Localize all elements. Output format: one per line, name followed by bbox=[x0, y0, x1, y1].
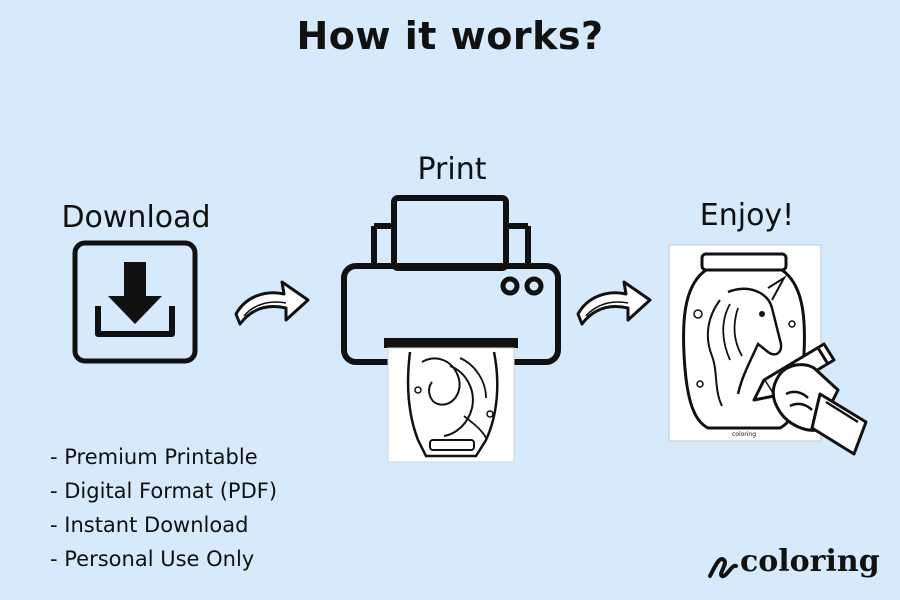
arrow-icon-2 bbox=[576, 280, 652, 326]
svg-text:coloring: coloring bbox=[732, 431, 756, 438]
brand-name: coloring bbox=[740, 544, 880, 579]
printer-icon bbox=[341, 195, 561, 463]
feature-item: - Personal Use Only bbox=[50, 547, 255, 571]
brand-logo: coloring bbox=[706, 544, 886, 590]
feature-item: - Instant Download bbox=[50, 513, 249, 537]
step-label-download: Download bbox=[61, 200, 211, 235]
page-title: How it works? bbox=[296, 14, 604, 58]
arrow-icon-1 bbox=[234, 280, 310, 326]
feature-item: - Digital Format (PDF) bbox=[50, 479, 278, 503]
brand-squiggle-icon bbox=[708, 557, 738, 579]
coloring-page-icon: coloring bbox=[668, 244, 868, 456]
download-icon bbox=[72, 240, 198, 364]
step-label-enjoy: Enjoy! bbox=[699, 198, 795, 233]
feature-item: - Premium Printable bbox=[50, 445, 258, 469]
step-label-print: Print bbox=[417, 152, 487, 187]
feature-list: - Premium Printable - Digital Format (PD… bbox=[50, 440, 277, 576]
